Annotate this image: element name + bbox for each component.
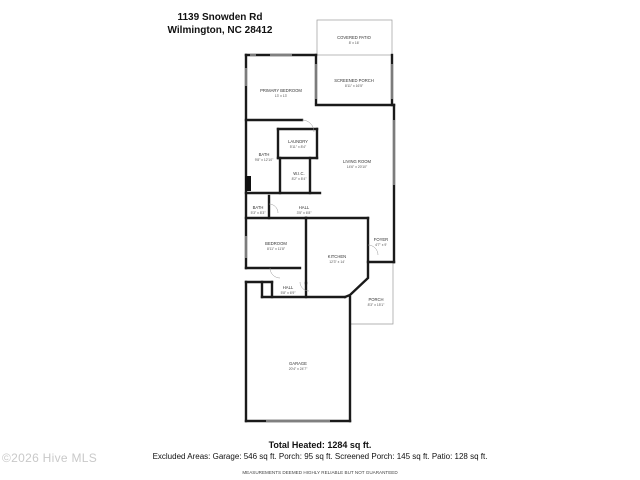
- room-name: PORCH: [368, 297, 383, 302]
- room-dims: 9'8" x 12'10": [255, 158, 274, 162]
- porch-outline: [350, 261, 394, 325]
- disclaimer: MEASUREMENTS DEEMED HIGHLY RELIABLE BUT …: [242, 470, 398, 475]
- fireplace-block: [245, 176, 251, 191]
- total-heated: Total Heated: 1284 sq ft.: [268, 440, 372, 450]
- room-name: KITCHEN: [328, 254, 346, 259]
- mls-watermark: ©2026 Hive MLS: [2, 451, 98, 465]
- address-line-2: Wilmington, NC 28412: [167, 25, 273, 36]
- room-dims: 8'11" x 11'8": [267, 247, 286, 251]
- room-dims: 5'8" x 6'9": [281, 291, 297, 295]
- door-swing: [269, 267, 281, 279]
- door-swing: [268, 203, 279, 214]
- room-name: HALL: [283, 285, 294, 290]
- room-name: SCREENED PORCH: [334, 78, 374, 83]
- room-name: GARAGE: [289, 361, 307, 366]
- room-name: BEDROOM: [265, 241, 287, 246]
- room-dims: 8'3" x 15'1": [368, 303, 386, 307]
- room-dims: 20'4" x 24'7": [289, 367, 308, 371]
- room-name: PRIMARY BEDROOM: [260, 88, 302, 93]
- excluded-areas: Excluded Areas: Garage: 546 sq ft. Porch…: [152, 452, 488, 461]
- room-dims: 3'5" x 6'8": [297, 211, 313, 215]
- room-dims: 4'7" x 9': [375, 243, 387, 247]
- covered-patio-outline: [316, 19, 393, 56]
- room-dims: 5'3" x 8'3": [251, 211, 267, 215]
- room-dims: 8'2" x 8'4": [292, 177, 308, 181]
- room-dims: 13' x 13': [275, 94, 288, 98]
- room-dims: 12'3" x 14': [329, 260, 345, 264]
- room-dims: 8'11" x 16'5": [345, 84, 364, 88]
- room-name: COVERED PATIO: [337, 35, 372, 40]
- room-dims: 8' x 16': [349, 41, 360, 45]
- room-dims: 14'6" x 20'10": [347, 165, 368, 169]
- door-swing: [301, 119, 315, 133]
- room-name: LIVING ROOM: [343, 159, 371, 164]
- room-name: BATH: [253, 205, 264, 210]
- room-name: LAUNDRY: [288, 139, 308, 144]
- room-dims: 5'11" x 8'4": [290, 145, 307, 149]
- room-name: W.I.C.: [293, 171, 304, 176]
- door-swing: [299, 281, 310, 292]
- wall: [343, 260, 370, 299]
- room-name: BATH: [259, 152, 270, 157]
- address-line-1: 1139 Snowden Rd: [177, 12, 263, 23]
- room-name: FOYER: [374, 237, 388, 242]
- room-name: HALL: [299, 205, 310, 210]
- door-swing: [367, 244, 379, 256]
